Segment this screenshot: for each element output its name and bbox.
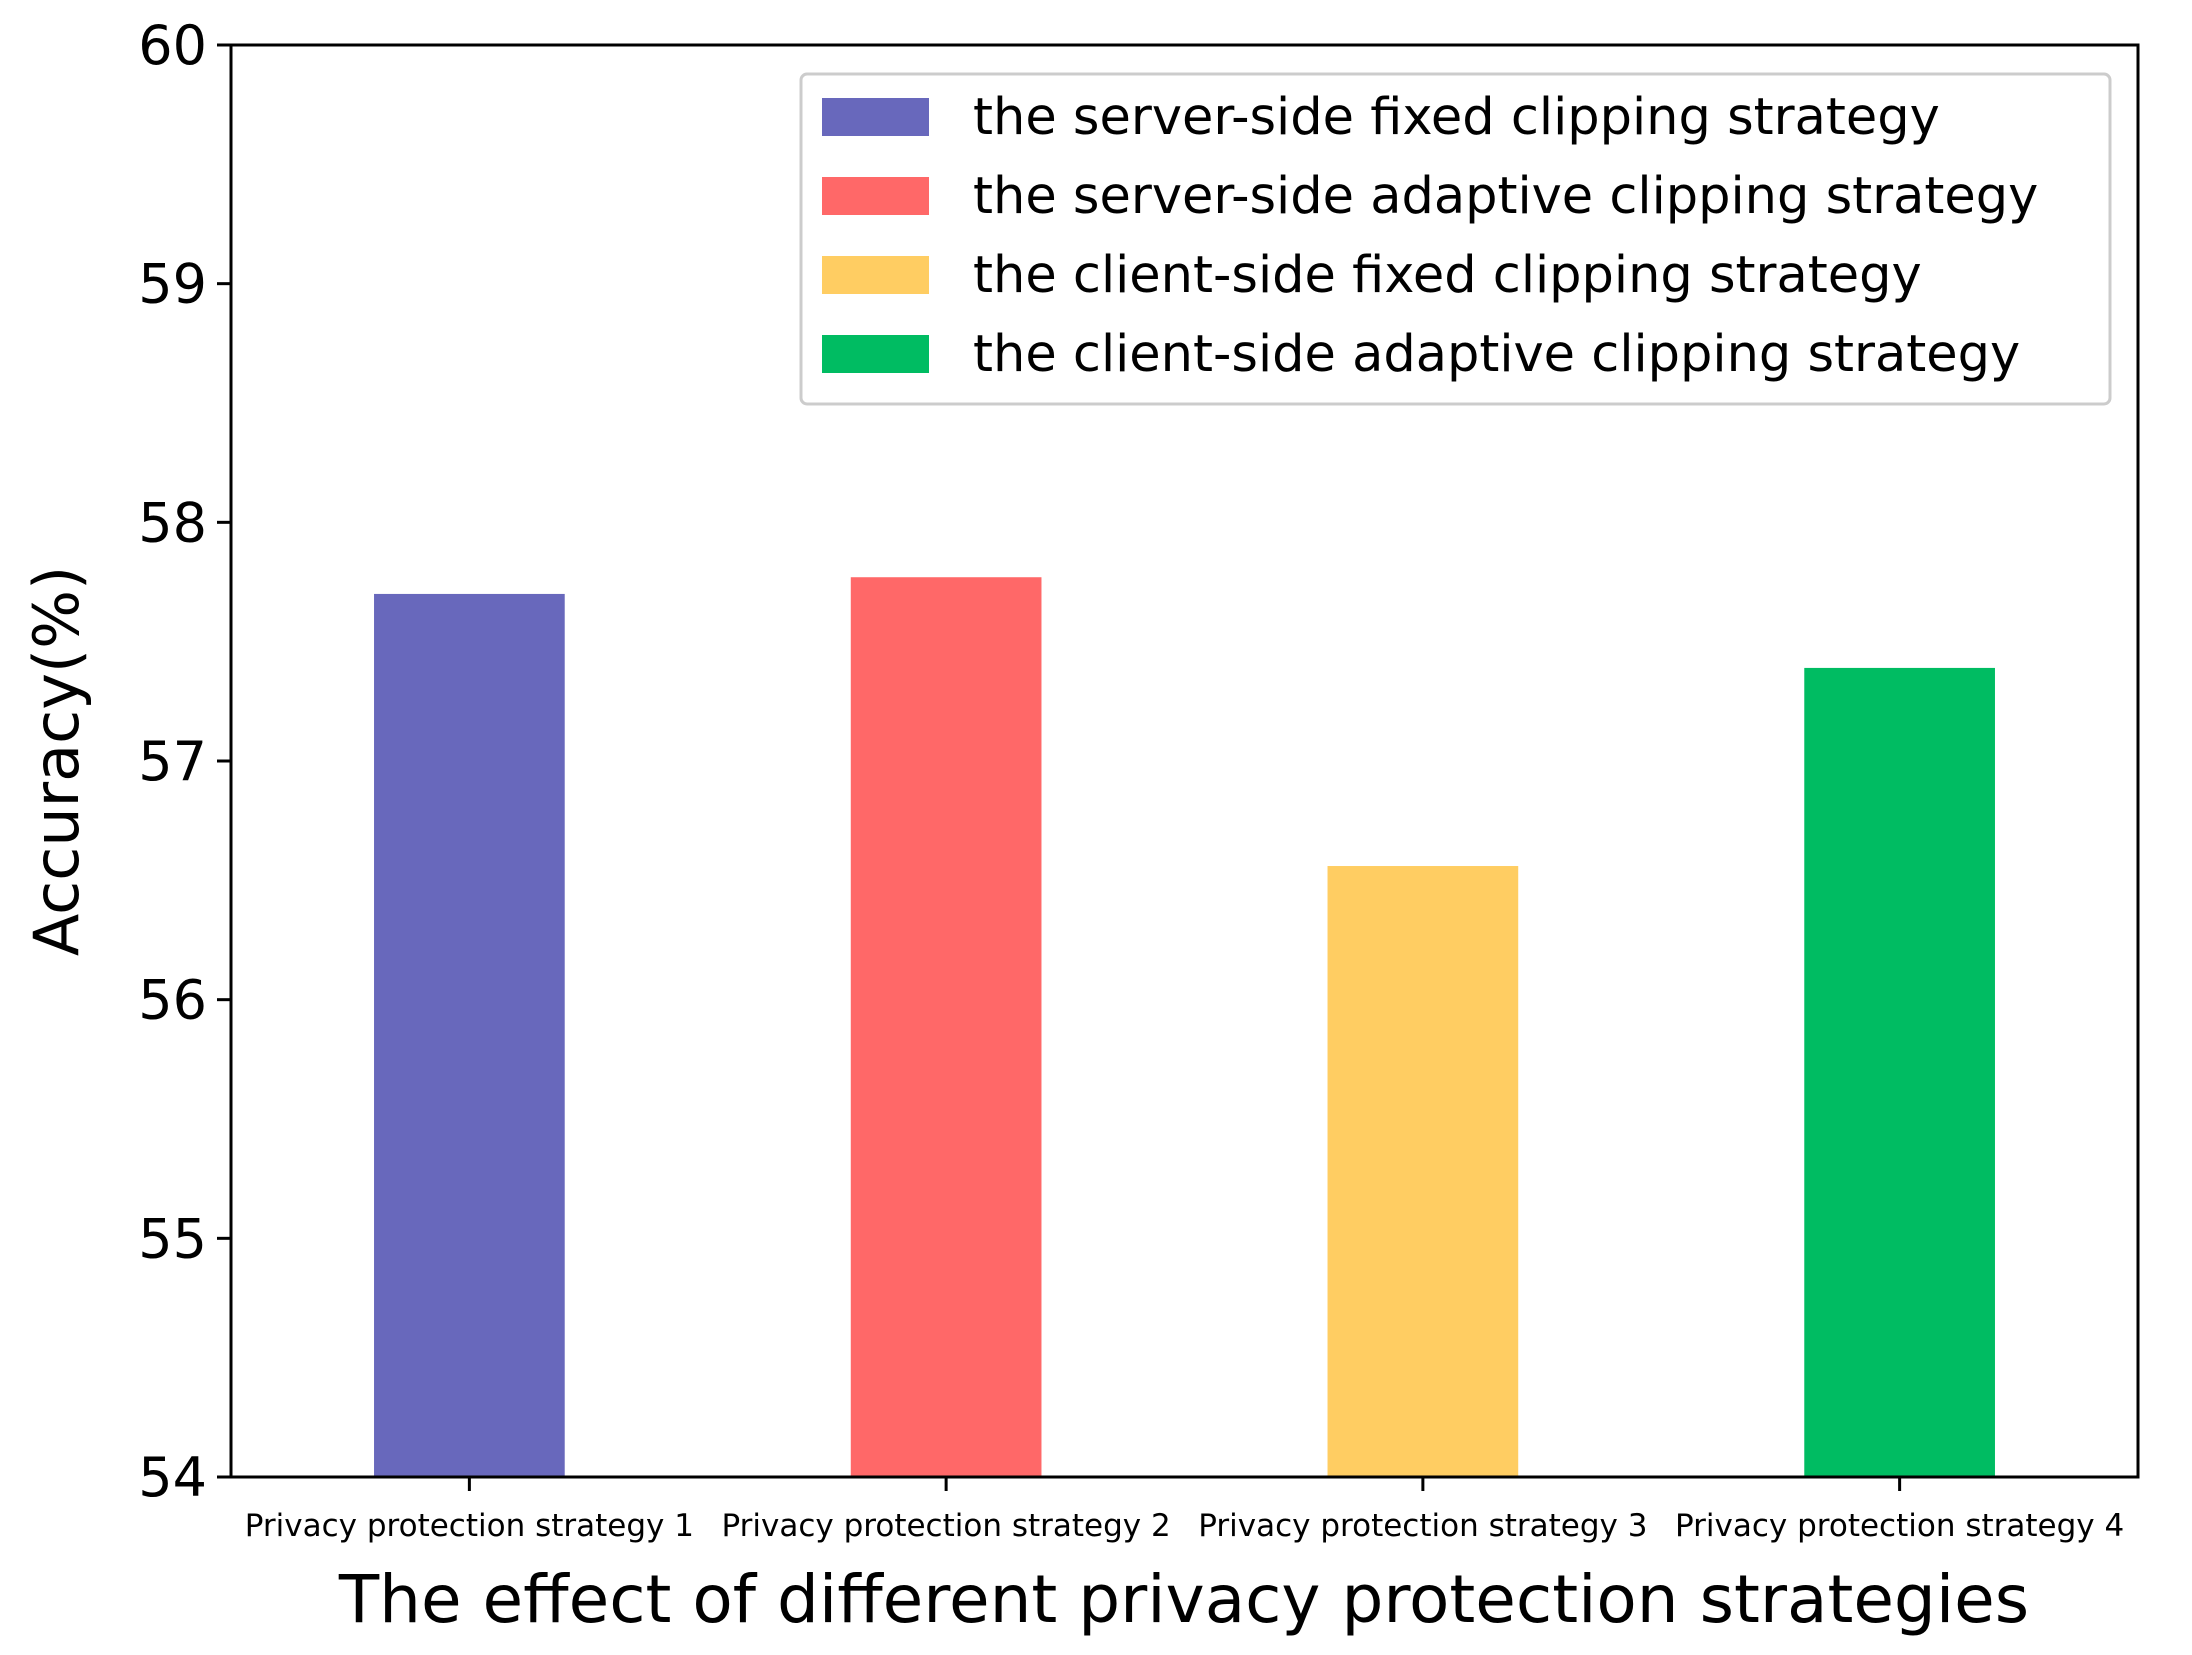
y-tick-label: 58	[138, 491, 207, 554]
y-tick-label: 57	[138, 730, 207, 793]
x-tick-label: Privacy protection strategy 1	[245, 1508, 694, 1544]
x-tick-label: Privacy protection strategy 3	[1198, 1508, 1647, 1544]
bar-1	[374, 593, 565, 1477]
bar-4	[1804, 667, 1995, 1477]
legend-box	[799, 72, 2112, 406]
y-tick-label: 59	[138, 253, 207, 316]
legend-label: the client-side adaptive clipping strate…	[973, 325, 2020, 384]
legend: the server-side fixed clipping strategy t…	[799, 72, 2112, 406]
y-axis: 54 55 56 57 58 59 60	[138, 14, 231, 1509]
x-axis-label: The effect of different privacy protecti…	[338, 1561, 2029, 1638]
y-tick-label: 56	[138, 969, 207, 1032]
legend-swatch	[822, 256, 929, 294]
x-tick-label: Privacy protection strategy 4	[1675, 1508, 2124, 1544]
legend-label: the server-side adaptive clipping strate…	[973, 167, 2038, 226]
x-axis: Privacy protection strategy 1 Privacy pro…	[245, 1477, 2124, 1544]
bar-3	[1327, 866, 1519, 1477]
plot-frame	[229, 43, 2140, 1479]
x-tick-label: Privacy protection strategy 2	[722, 1508, 1171, 1544]
legend-swatch	[822, 177, 929, 215]
y-tick-label: 55	[138, 1207, 207, 1270]
legend-label: the server-side fixed clipping strategy	[973, 88, 1940, 147]
bar-2	[850, 577, 1042, 1477]
y-tick-label: 54	[138, 1446, 207, 1509]
legend-label: the client-side fixed clipping strategy	[973, 246, 1922, 305]
bars	[374, 577, 1995, 1477]
y-axis-label: Accuracy(%)	[20, 566, 93, 956]
y-tick-label: 60	[138, 14, 207, 77]
legend-swatch	[822, 98, 929, 136]
legend-swatch	[822, 335, 929, 373]
